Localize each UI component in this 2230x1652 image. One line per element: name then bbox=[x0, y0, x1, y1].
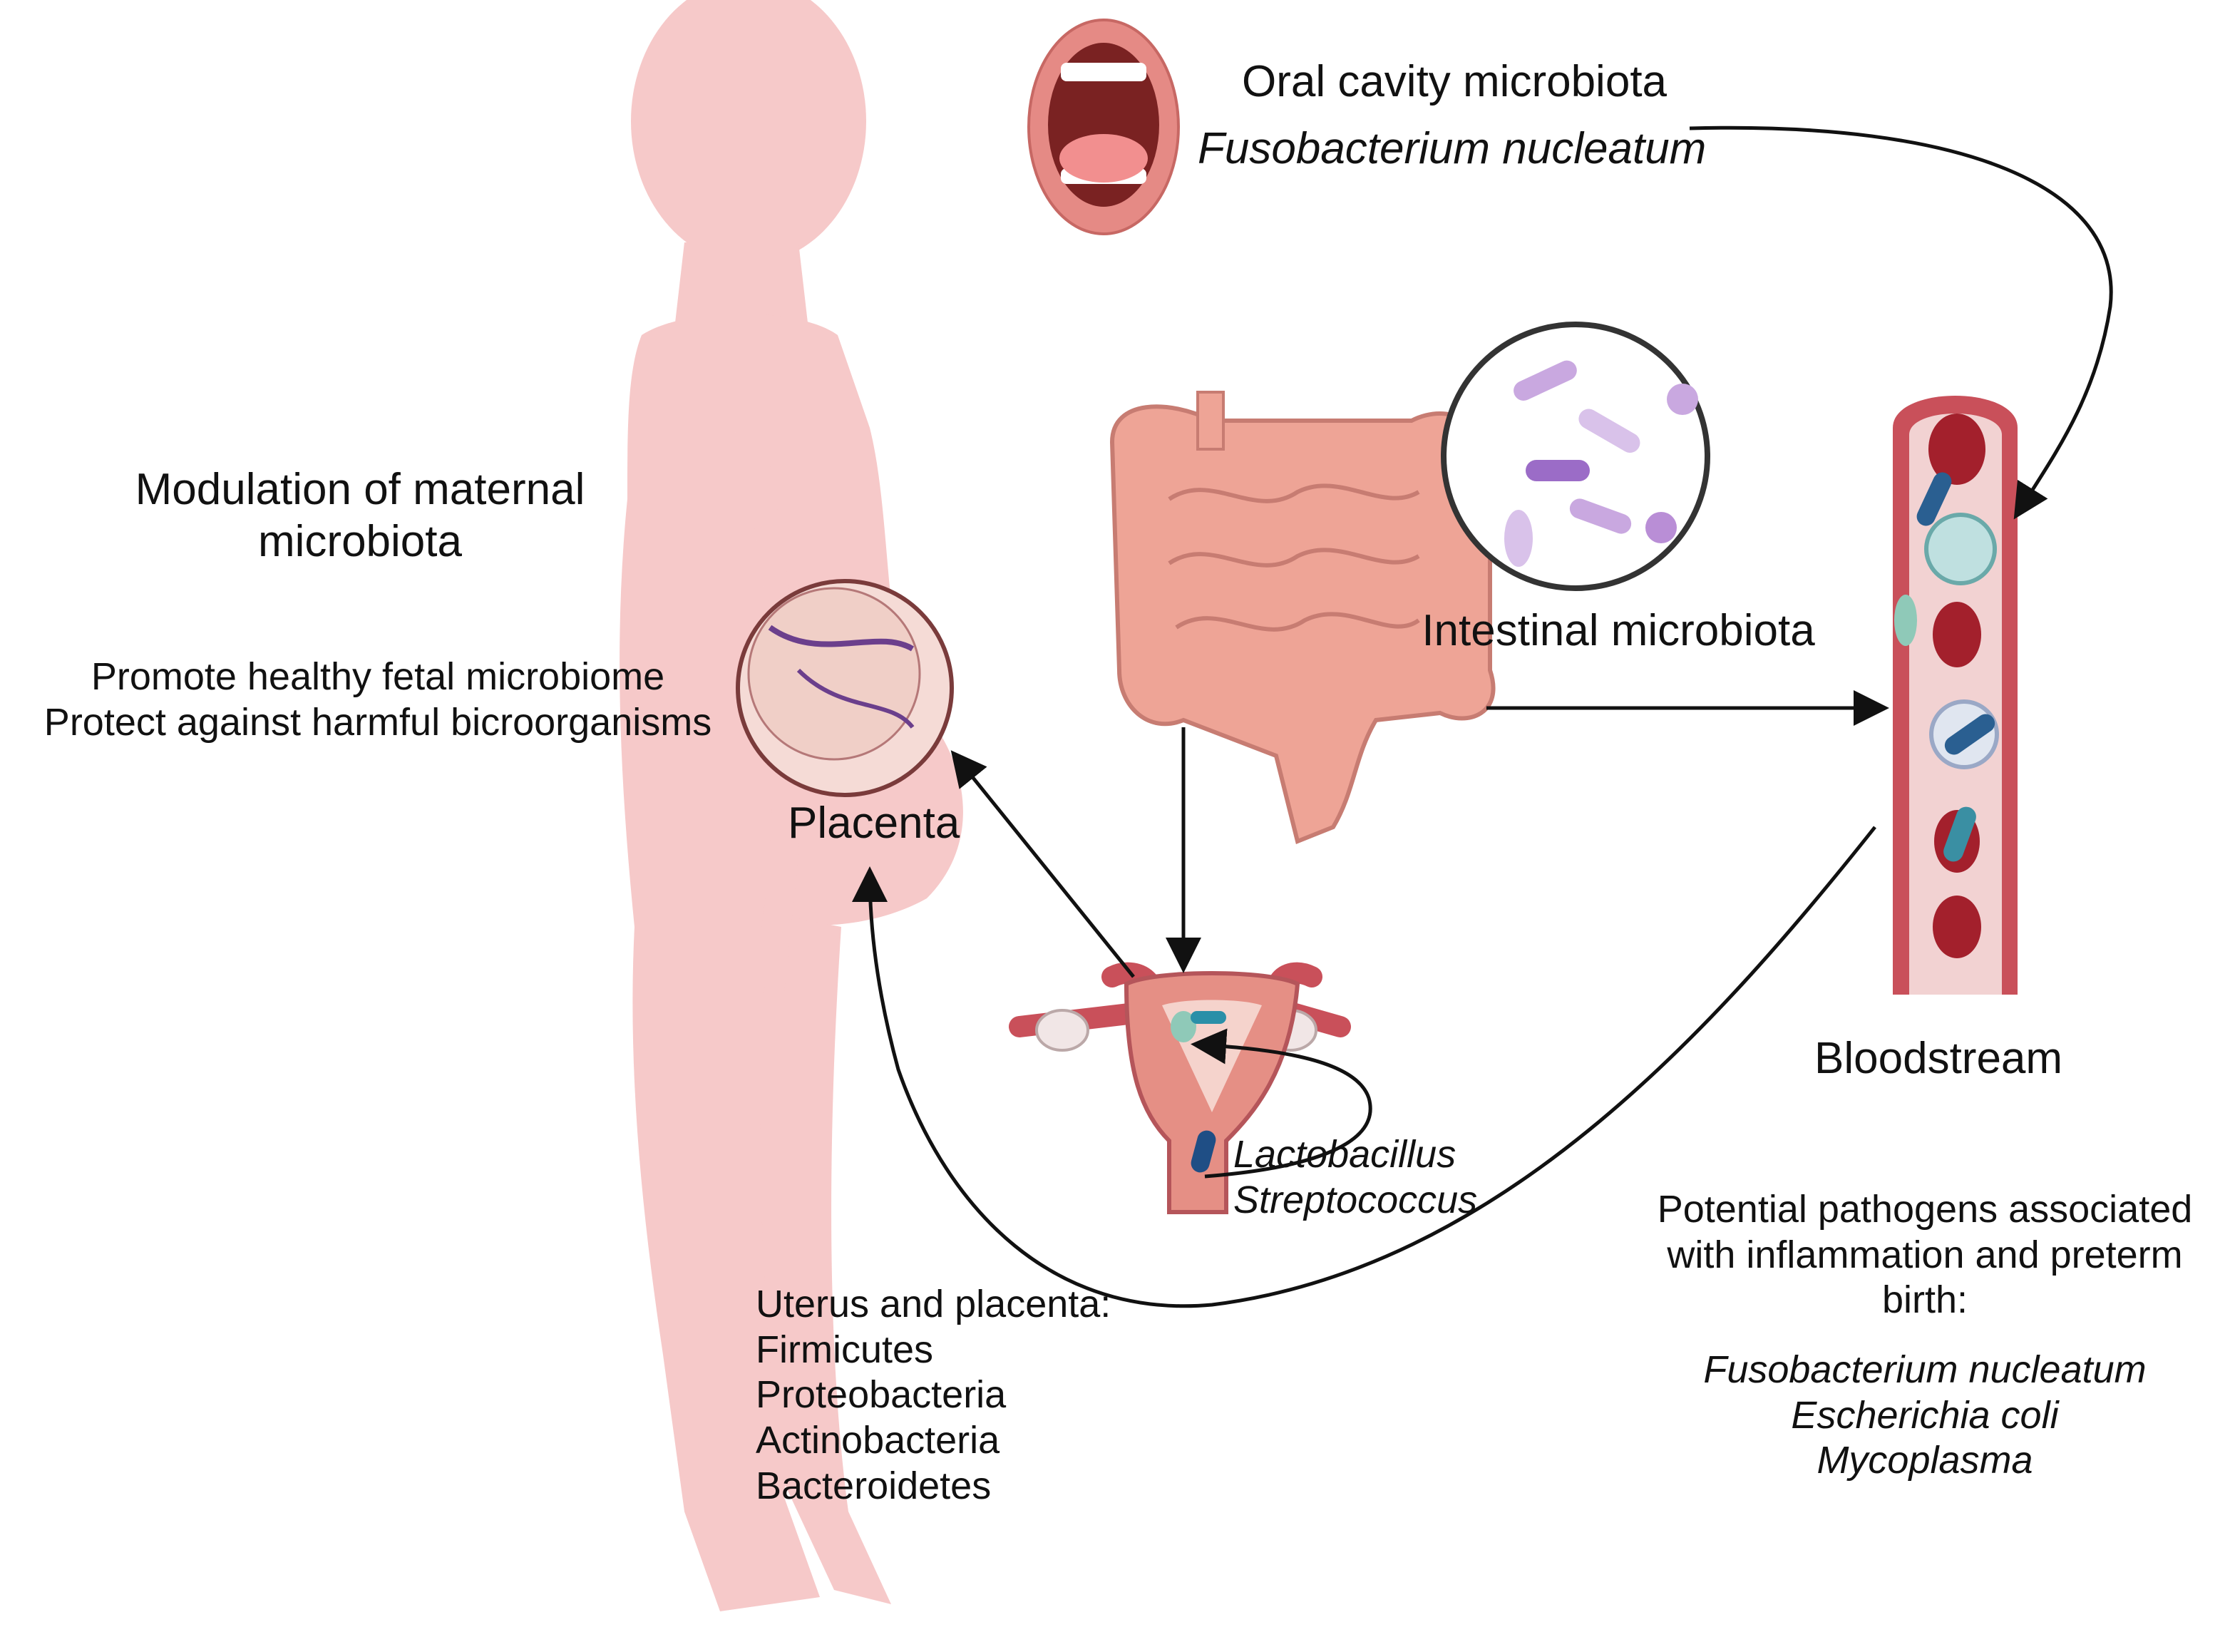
oral-cavity-species: Fusobacterium nucleatum bbox=[1198, 124, 1707, 173]
protect-against-text: Protect against harmful bicroorganisms bbox=[43, 700, 712, 744]
placenta-label: Placenta bbox=[788, 799, 960, 848]
modulation-line-2: microbiota bbox=[258, 517, 462, 567]
fetus-in-uterus-illustration bbox=[736, 579, 954, 797]
flow-arrows bbox=[852, 125, 2113, 1308]
pathogens-line-1: Potential pathogens associated bbox=[1657, 1188, 2193, 1231]
phylum-firmicutes: Firmicutes bbox=[756, 1328, 934, 1371]
pathogen-mycoplasma: Mycoplasma bbox=[1817, 1439, 2033, 1482]
pathogen-species-list: Fusobacterium nucleatum Escherichia coli… bbox=[1625, 1348, 2224, 1484]
pathogen-escherichia: Escherichia coli bbox=[1791, 1393, 2059, 1437]
arrow-uterus-to-placenta bbox=[950, 750, 1135, 978]
open-mouth-illustration bbox=[1027, 19, 1180, 235]
pathogens-line-2: with inflammation and preterm bbox=[1667, 1233, 2183, 1276]
arrow-vaginal-to-uterus bbox=[1191, 1028, 1372, 1179]
blood-vessel-illustration bbox=[1893, 396, 2018, 995]
pathogens-line-3: birth: bbox=[1881, 1278, 1968, 1322]
pathogen-fusobacterium: Fusobacterium nucleatum bbox=[1703, 1348, 2147, 1391]
uterus-placenta-phyla: Uterus and placenta: Firmicutes Proteoba… bbox=[756, 1282, 1111, 1509]
arrow-oral-to-bloodstream bbox=[1689, 125, 2113, 520]
pathogens-heading: Potential pathogens associated with infl… bbox=[1625, 1187, 2224, 1323]
bloodstream-label: Bloodstream bbox=[1814, 1034, 2063, 1083]
modulation-heading: Modulation of maternal microbiota bbox=[93, 463, 627, 568]
species-lactobacillus: Lactobacillus bbox=[1233, 1133, 1456, 1176]
phylum-actinobacteria: Actinobacteria bbox=[756, 1419, 1000, 1462]
intestinal-microbiota-label: Intestinal microbiota bbox=[1422, 606, 1815, 655]
modulation-line-1: Modulation of maternal bbox=[135, 465, 585, 514]
species-streptococcus: Streptococcus bbox=[1233, 1178, 1478, 1221]
uterus-placenta-title: Uterus and placenta: bbox=[756, 1283, 1111, 1325]
oral-cavity-title: Oral cavity microbiota bbox=[1241, 57, 1668, 106]
modulation-benefits: Promote healthy fetal microbiome Protect… bbox=[0, 655, 756, 745]
vaginal-species-list: Lactobacillus Streptococcus bbox=[1233, 1132, 1477, 1223]
microbiota-magnifier bbox=[1441, 322, 1710, 591]
phylum-proteobacteria: Proteobacteria bbox=[756, 1373, 1007, 1417]
phylum-bacteroidetes: Bacteroidetes bbox=[756, 1464, 992, 1507]
promote-healthy-text: Promote healthy fetal microbiome bbox=[91, 655, 665, 698]
arrow-bloodstream-to-placenta bbox=[852, 826, 1876, 1308]
intestines-illustration bbox=[1109, 391, 1496, 845]
